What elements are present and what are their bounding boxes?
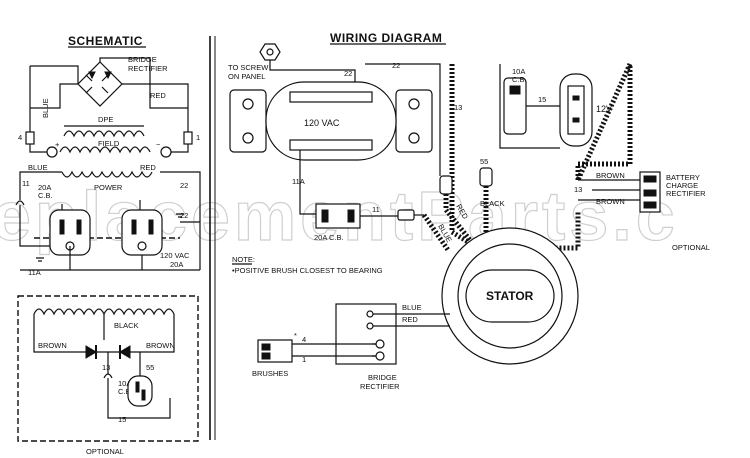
wiring-optional-label: OPTIONAL <box>672 243 710 252</box>
wire-11a-label: 11A <box>28 268 41 277</box>
brush-star: * <box>294 331 297 340</box>
schematic-red-label: RED <box>150 91 166 100</box>
wire-black-wiring: BLACK <box>480 199 505 208</box>
optional-15-label: 15 <box>118 415 126 424</box>
wire-13-wiring: 13 <box>454 103 462 112</box>
stator-blue-out: BLUE <box>402 303 422 312</box>
bridge-rectifier-symbol <box>77 61 123 107</box>
plus-label: + <box>55 140 60 149</box>
wire-11-wiring: 11 <box>372 205 380 214</box>
optional-receptacle <box>127 375 153 407</box>
optional-13-label: 13 <box>102 363 110 372</box>
power-blue-label: BLUE <box>28 163 48 172</box>
wiring-bridge-rectifier <box>335 303 397 365</box>
diode-left <box>85 345 97 359</box>
connector-black <box>479 167 493 187</box>
vac-label: 120 VAC <box>304 118 340 128</box>
note-title: NOTE: <box>232 255 255 264</box>
v12-label: 12V <box>596 104 612 114</box>
connector-11 <box>397 209 415 221</box>
brush-1-label: 1 <box>302 355 306 364</box>
dpe-coil <box>63 125 145 138</box>
wire-13-wiring-b: 13 <box>574 185 582 194</box>
diode-right <box>119 345 131 359</box>
wire-22-label-b: 22 <box>180 211 188 220</box>
wire-22-label-a: 22 <box>180 181 188 190</box>
stator-label: STATOR <box>486 289 534 303</box>
optional-hatched-enclosure <box>449 62 633 251</box>
receptacle-right <box>121 209 163 256</box>
schematic-heading: SCHEMATIC <box>68 34 143 48</box>
optional-bottom-label: OPTIONAL <box>86 447 124 456</box>
field-terminal-plus <box>46 146 58 158</box>
brush-right <box>183 131 193 145</box>
wire-22-label-2: 22 <box>392 61 400 70</box>
brush-left <box>25 131 35 145</box>
optional-55-label: 55 <box>146 363 154 372</box>
stator <box>441 227 579 365</box>
brown-label-2: BROWN <box>596 197 625 206</box>
wire-1-label: 1 <box>196 133 200 142</box>
wire-11-label: 11 <box>22 179 30 188</box>
wire-22-label-1: 22 <box>344 69 352 78</box>
brown-label-1: BROWN <box>596 171 625 180</box>
optional-dashed-box <box>17 295 199 442</box>
duplex-receptacle <box>229 81 433 161</box>
optional-brown-right: BROWN <box>146 341 175 350</box>
stator-red-out: RED <box>402 315 418 324</box>
dpe-label: DPE <box>98 115 113 124</box>
brushes-label: BRUSHES <box>252 369 288 378</box>
connector-red <box>439 175 453 195</box>
wire-4-label: 4 <box>18 133 22 142</box>
power-label: POWER <box>94 183 123 192</box>
optional-brown-left: BROWN <box>38 341 67 350</box>
schematic-blue-label: BLUE <box>41 98 50 118</box>
wiring-heading: WIRING DIAGRAM <box>330 31 442 45</box>
field-terminal-minus <box>160 146 172 158</box>
brushes <box>257 339 293 363</box>
minus-label: − <box>156 140 161 149</box>
wire-55-wiring: 55 <box>480 157 488 166</box>
receptacle-12v <box>559 73 593 147</box>
battery-charge-rectifier <box>639 171 661 213</box>
note-text: •POSITIVE BRUSH CLOSEST TO BEARING <box>232 266 383 275</box>
brush-4-label: 4 <box>302 335 306 344</box>
power-red-label: RED <box>140 163 156 172</box>
field-label: FIELD <box>98 139 120 148</box>
cb20-label: 20A C.B. <box>314 233 344 242</box>
optional-black-label: BLACK <box>114 321 139 330</box>
wire-15-wiring: 15 <box>538 95 546 104</box>
wire-11a-wiring: 11A <box>292 177 305 186</box>
